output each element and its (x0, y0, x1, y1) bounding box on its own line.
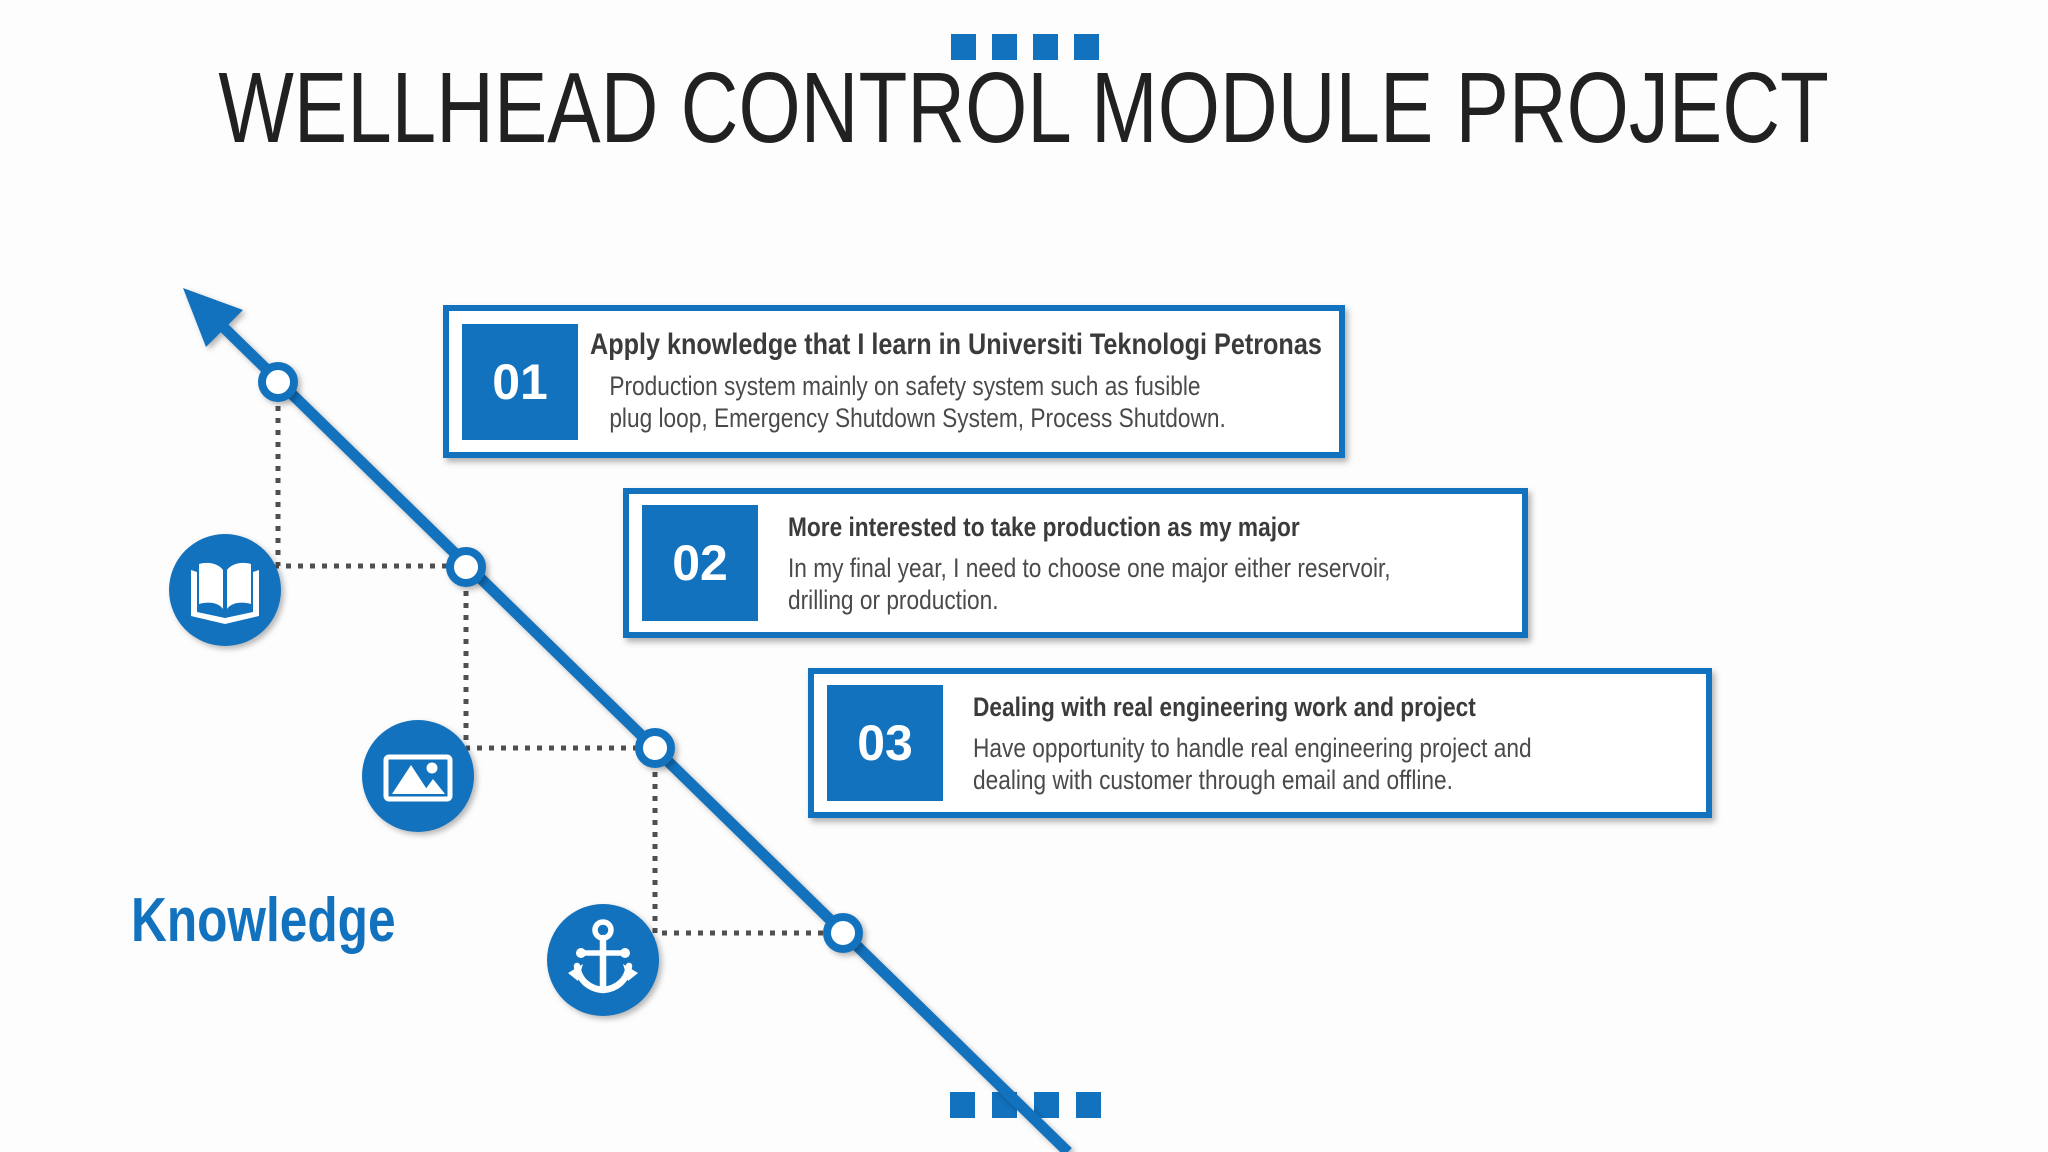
number-label: 03 (857, 715, 913, 771)
number-label: 01 (492, 353, 548, 410)
page-title-text: WELLHEAD CONTROL MODULE PROJECT (218, 52, 1830, 164)
info-body: Production system mainly on safety syste… (609, 371, 1226, 433)
decor-square (1034, 1092, 1059, 1118)
info-box-02: 02 More interested to take production as… (623, 488, 1528, 638)
info-box-01: 01 Apply knowledge that I learn in Unive… (443, 305, 1345, 458)
decor-square (1076, 1092, 1101, 1118)
open-book-icon (169, 534, 281, 646)
dotted-connector-3 (652, 748, 843, 936)
image-icon (362, 720, 474, 832)
knowledge-label: Knowledge (131, 886, 396, 955)
info-box-03-text: Dealing with real engineering work and p… (973, 691, 1532, 796)
info-heading: Dealing with real engineering work and p… (973, 691, 1476, 722)
timeline-nodes (258, 362, 863, 953)
timeline-node-1 (258, 362, 298, 402)
page-title: WELLHEAD CONTROL MODULE PROJECT (0, 52, 2048, 164)
info-body: Have opportunity to handle real engineer… (973, 732, 1532, 795)
decor-square (1074, 34, 1099, 60)
number-badge-03: 03 (827, 685, 943, 801)
decor-square (992, 34, 1017, 60)
info-box-03: 03 Dealing with real engineering work an… (808, 668, 1712, 818)
info-box-02-text: More interested to take production as my… (788, 511, 1391, 616)
arrowhead (183, 288, 243, 347)
timeline-node-4 (823, 913, 863, 953)
number-label: 02 (672, 535, 728, 591)
anchor-icon (547, 904, 659, 1016)
timeline-node-2 (446, 547, 486, 587)
info-heading: More interested to take production as my… (788, 511, 1300, 542)
decor-square (1033, 34, 1058, 60)
number-badge-02: 02 (642, 505, 758, 621)
dotted-connector-1 (275, 382, 466, 569)
decor-square (951, 34, 976, 60)
timeline-node-3 (635, 728, 675, 768)
info-box-01-text: Apply knowledge that I learn in Universi… (590, 329, 1322, 434)
info-body: In my final year, I need to choose one m… (788, 552, 1391, 615)
decor-squares-top (951, 34, 1099, 60)
info-heading: Apply knowledge that I learn in Universi… (590, 328, 1322, 361)
number-badge-01: 01 (462, 323, 578, 440)
decor-square (950, 1092, 975, 1118)
